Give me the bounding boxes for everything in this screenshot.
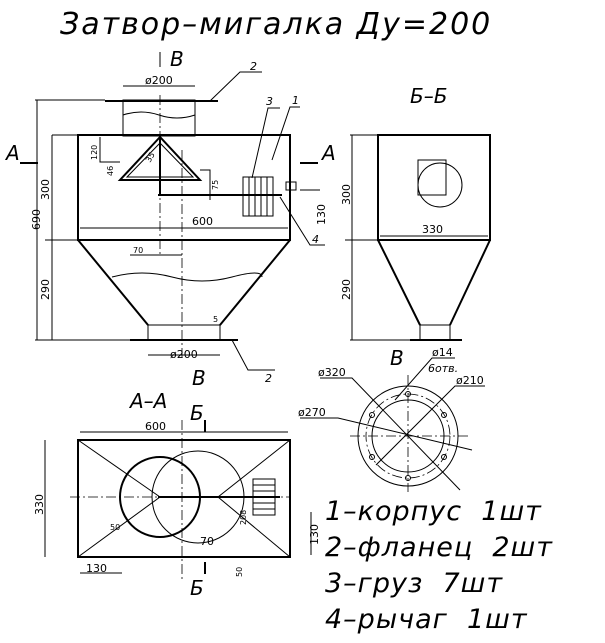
section-mark-a-left: А — [4, 141, 20, 165]
side-dim-300: 300 — [340, 184, 353, 205]
dim-600: 600 — [192, 215, 213, 228]
aa-dim-600: 600 — [145, 420, 166, 433]
dim-300: 300 — [39, 179, 52, 200]
drawing-title: Затвор–мигалка Ду=200 — [60, 7, 492, 42]
front-view: В ø200 690 300 290 600 120 — [4, 47, 336, 390]
dim-130: 130 — [315, 204, 328, 225]
aa-dim-130b: 130 — [308, 524, 321, 545]
leader-3: 3 — [266, 95, 273, 108]
parts-list: 1–корпус 1шт 2–фланец 2шт 3–груз 7шт 4–р… — [325, 496, 553, 635]
leader-2-bottom: 2 — [265, 372, 272, 385]
dim-bottom-diameter: ø200 — [170, 348, 198, 361]
hole-count: 6отв. — [428, 362, 458, 375]
dim-angle: 35 — [144, 151, 157, 164]
flange-view-title: В — [390, 346, 404, 370]
side-dim-290: 290 — [340, 279, 353, 300]
leader-2-top: 2 — [250, 60, 257, 73]
aa-dim-130a: 130 — [86, 562, 107, 575]
dim-46: 46 — [106, 166, 115, 176]
flange-view: В ø320 ø270 ø210 ø14 6отв. — [298, 346, 485, 492]
dim-d210: ø210 — [456, 374, 484, 387]
aa-dim-70: 70 — [200, 535, 214, 548]
view-label-b-bottom: В — [192, 366, 206, 390]
dim-70: 70 — [133, 246, 143, 255]
side-view-title: Б–Б — [410, 84, 447, 108]
aa-dim-50a: 50 — [110, 523, 120, 532]
section-aa: А–А 600 330 50 130 208 70 130 50 Б Б — [33, 389, 321, 600]
dim-75: 75 — [211, 180, 220, 190]
dim-690: 690 — [30, 209, 43, 230]
dim-290: 290 — [39, 279, 52, 300]
dim-5: 5 — [213, 315, 218, 324]
side-dim-330: 330 — [422, 223, 443, 236]
part-2: 2–фланец 2шт — [325, 532, 553, 563]
part-3: 3–груз 7шт — [325, 568, 503, 599]
part-4: 4–рычаг 1шт — [325, 604, 528, 635]
bolt-holes — [369, 391, 447, 481]
side-view-bb: Б–Б 300 290 330 — [340, 84, 491, 341]
section-mark-a-right: А — [320, 141, 336, 165]
dim-d320: ø320 — [318, 366, 346, 379]
aa-dim-330: 330 — [33, 494, 46, 515]
dim-d270: ø270 — [298, 406, 326, 419]
part-1: 1–корпус 1шт — [325, 496, 542, 527]
dim-top-diameter: ø200 — [145, 74, 173, 87]
leader-1: 1 — [292, 94, 299, 107]
leader-4: 4 — [312, 233, 319, 246]
aa-dim-208: 208 — [239, 510, 248, 525]
cut-mark-top: Б — [190, 401, 204, 425]
dim-120: 120 — [90, 145, 99, 160]
aa-dim-50b: 50 — [235, 567, 244, 577]
cut-mark-bottom: Б — [190, 576, 204, 600]
dim-d14: ø14 — [432, 346, 453, 359]
section-aa-title: А–А — [128, 389, 167, 413]
view-label-b-top: В — [170, 47, 184, 71]
